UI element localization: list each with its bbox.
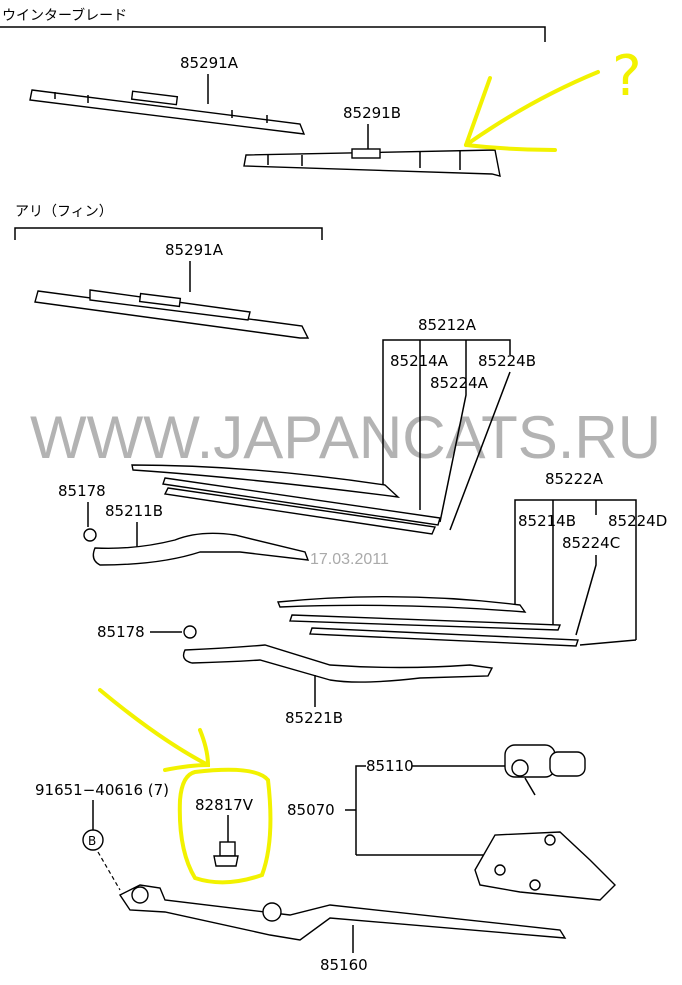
- wiper-link-85160[interactable]: [118, 884, 567, 941]
- part-label-85211B[interactable]: 85211B: [105, 502, 163, 520]
- nut-85178[interactable]: [183, 625, 197, 639]
- wiper-blade-85291A-fin[interactable]: [34, 289, 310, 339]
- part-label-85291A[interactable]: 85291A: [165, 241, 224, 259]
- part-label-85110[interactable]: 85110: [366, 757, 414, 775]
- wiper-blade-85222A[interactable]: [277, 595, 579, 647]
- question-mark: ?: [612, 44, 642, 109]
- watermark-date: 17.03.2011: [310, 551, 389, 568]
- wiper-arm-85211B[interactable]: [92, 532, 310, 566]
- highlight-arrow-top: [464, 70, 600, 152]
- reference-circle-b: [82, 829, 104, 851]
- part-label-85221B[interactable]: 85221B: [285, 709, 343, 727]
- wiper-motor-85110[interactable]: [504, 744, 586, 796]
- part-label-85291A[interactable]: 85291A: [180, 54, 239, 72]
- part-label-85212A[interactable]: 85212A: [418, 316, 477, 334]
- wiper-arm-85221B[interactable]: [182, 644, 494, 683]
- reference-b-label: B: [88, 834, 96, 848]
- highlight-circle-82817V: [98, 688, 273, 885]
- part-label-85224B[interactable]: 85224B: [478, 352, 536, 370]
- clip-82817V[interactable]: [213, 841, 239, 867]
- nut-85178[interactable]: [83, 528, 97, 542]
- part-label-82817V[interactable]: 82817V: [195, 796, 254, 814]
- part-label-85160[interactable]: 85160: [320, 956, 368, 974]
- wiper-blade-85291B[interactable]: [243, 148, 501, 177]
- part-label-85291B[interactable]: 85291B: [343, 104, 401, 122]
- part-label-85224D[interactable]: 85224D: [608, 512, 667, 530]
- part-label-85224A[interactable]: 85224A: [430, 374, 489, 392]
- part-label-91651-40616[interactable]: 91651−40616 (7): [35, 781, 169, 799]
- part-label-85222A[interactable]: 85222A: [545, 470, 604, 488]
- part-label-85224C[interactable]: 85224C: [562, 534, 620, 552]
- section-bracket: [0, 26, 546, 42]
- motor-bracket[interactable]: [474, 831, 616, 901]
- part-label-85070[interactable]: 85070: [287, 801, 335, 819]
- section-winter-blade-title: ウインターブレード: [2, 7, 127, 24]
- watermark-site: WWW.JAPANCATS.RU: [30, 404, 661, 471]
- part-label-85178[interactable]: 85178: [58, 482, 106, 500]
- section-ari-fin-title: アリ（フィン）: [15, 204, 113, 220]
- wiper-blade-85291A[interactable]: [29, 89, 306, 135]
- section-bracket: [14, 227, 323, 240]
- wiper-blade-85212A[interactable]: [131, 464, 441, 535]
- part-label-85178[interactable]: 85178: [97, 623, 145, 641]
- part-label-85214B[interactable]: 85214B: [518, 512, 576, 530]
